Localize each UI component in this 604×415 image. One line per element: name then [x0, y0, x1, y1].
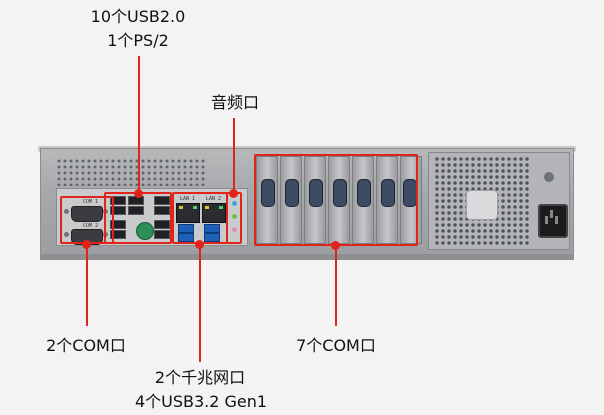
usb2-port [110, 196, 126, 205]
com1-port [71, 206, 103, 222]
lan-usb3-callout-box [172, 192, 228, 244]
audio-leader-dot [229, 189, 238, 198]
ps2-count-label: 1个PS/2 [107, 31, 169, 50]
com-cards-label: 7个COM口 [296, 336, 376, 355]
audio-line-out-jack [230, 212, 239, 221]
audio-mic-jack [230, 225, 239, 234]
usb2-port [154, 196, 170, 205]
usb2-port [154, 206, 170, 215]
usb2-port [110, 220, 126, 229]
com-card-port [333, 179, 347, 207]
audio-callout-box [226, 192, 242, 244]
usb2-callout-box [104, 192, 172, 244]
usb3-label: 4个USB3.2 Gen1 [134, 392, 268, 411]
usb2-port [110, 230, 126, 239]
com-card-port [309, 179, 323, 207]
usb2-leader-dot [134, 189, 143, 198]
psu-fan-hub [466, 190, 498, 220]
com1-label: COM 1 [83, 199, 99, 205]
chassis-bottom-edge [40, 254, 574, 260]
usb3-port [204, 224, 220, 233]
usb2-port [154, 220, 170, 229]
lan2-label: LAN 2 [206, 196, 222, 202]
lan-leader-dot [195, 240, 204, 249]
usb3-port [204, 233, 220, 242]
ps2-port [136, 222, 154, 240]
audio-leader-line [233, 118, 235, 194]
lan1-port [176, 203, 200, 223]
lan2-port [202, 203, 226, 223]
lan-label: 2个千兆网口 [154, 368, 246, 387]
audio-label: 音频口 [210, 93, 259, 112]
com-cards-leader-dot [331, 241, 340, 250]
vent-grille [56, 158, 206, 186]
com-left-label: 2个COM口 [46, 336, 126, 355]
com-left-leader-line [86, 244, 88, 326]
usb3-port [178, 233, 194, 242]
com-card-port [261, 179, 275, 207]
usb2-port [154, 230, 170, 239]
com-cards-leader-line [335, 246, 337, 326]
power-inlet [538, 204, 568, 238]
lan1-label: LAN 1 [180, 196, 196, 202]
screw [64, 232, 69, 237]
com-card-port [381, 179, 395, 207]
audio-line-in-jack [230, 199, 239, 208]
usb3-port [178, 224, 194, 233]
lan-leader-line [199, 244, 201, 362]
usb2-port [110, 206, 126, 215]
usb2-count-label: 10个USB2.0 [90, 7, 186, 26]
screw [64, 209, 69, 214]
usb2-leader-line [138, 56, 140, 194]
psu-screw [544, 172, 554, 182]
com-card-port [357, 179, 371, 207]
com-left-leader-dot [82, 240, 91, 249]
com-cards-callout-box [254, 154, 418, 246]
com-card-port [285, 179, 299, 207]
com2-label: COM 2 [83, 223, 99, 229]
usb2-port [128, 206, 144, 215]
com-left-callout-box [60, 196, 114, 244]
